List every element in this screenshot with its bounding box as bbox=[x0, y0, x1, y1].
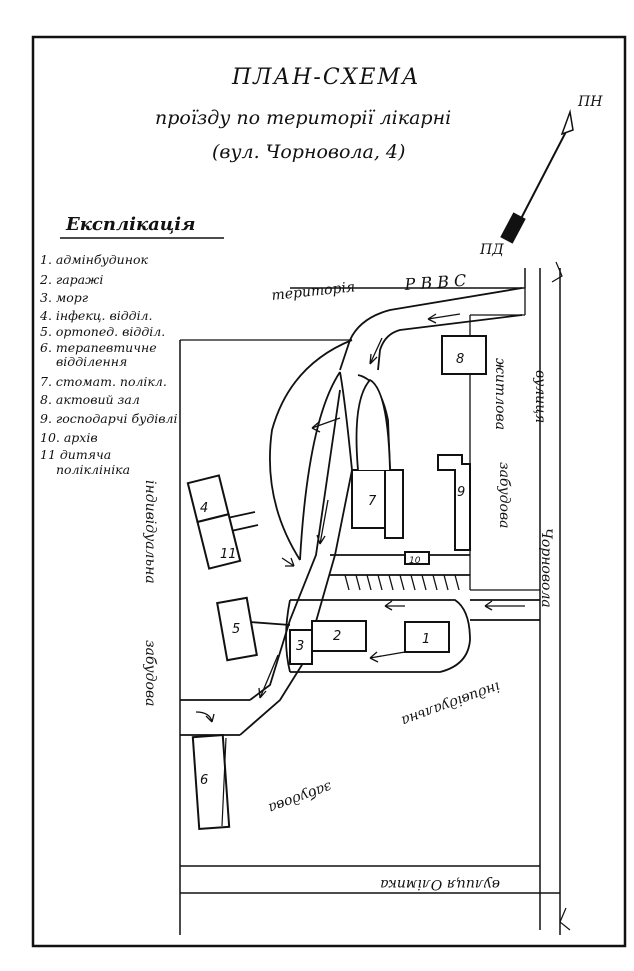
building-3 bbox=[289, 629, 313, 665]
label-rvvs: Р В В С bbox=[403, 271, 467, 294]
traffic-direction-arrows bbox=[195, 313, 525, 723]
legend-item: 5. ортопед. відділ. bbox=[40, 324, 165, 339]
legend-item: 1. адмінбудинок bbox=[40, 252, 148, 267]
legend-item: відділення bbox=[56, 354, 127, 369]
label-individual-bottom-2: забудова bbox=[266, 778, 334, 816]
building-number: 3 bbox=[296, 639, 304, 654]
compass: ПН ПД bbox=[479, 94, 603, 258]
plan-subtitle-line2: (вул. Чорновола, 4) bbox=[212, 141, 405, 163]
label-territory: територія bbox=[271, 279, 356, 304]
legend-heading: Експлікація bbox=[65, 214, 195, 235]
page-frame bbox=[31, 35, 627, 948]
building-number: 2 bbox=[333, 629, 341, 644]
building-number: 1 bbox=[422, 632, 430, 647]
legend-item: 3. морг bbox=[40, 290, 89, 305]
compass-north-label: ПН bbox=[577, 94, 603, 110]
building-8 bbox=[441, 335, 487, 375]
plan-title: ПЛАН-СХЕМА bbox=[231, 65, 421, 90]
building-numbers: 8 7 9 10 1 2 3 4 11 5 6 bbox=[200, 352, 465, 788]
label-individual-left-2: забудова bbox=[142, 640, 158, 706]
legend-item: 11 дитяча bbox=[40, 447, 111, 462]
label-street-2: Чорновола bbox=[538, 528, 554, 608]
building-number: 11 bbox=[220, 547, 237, 562]
label-street-1: вулиця bbox=[532, 370, 548, 423]
building-number: 10 bbox=[409, 556, 421, 566]
building-number: 4 bbox=[200, 501, 208, 516]
north-arrow-icon bbox=[560, 109, 574, 136]
buildings bbox=[186, 335, 487, 831]
legend-item: 9. господарчі будівлі bbox=[40, 411, 177, 426]
building-6 bbox=[191, 733, 231, 831]
label-residential-2: забудова bbox=[496, 462, 512, 528]
building-number: 9 bbox=[457, 485, 465, 500]
legend-item: 7. стомат. полікл. bbox=[40, 374, 167, 389]
building-number: 7 bbox=[368, 494, 377, 509]
building-10 bbox=[404, 551, 430, 565]
building-7-annex bbox=[384, 469, 404, 539]
legend-item: 6. терапевтичне bbox=[40, 340, 157, 355]
building-11 bbox=[196, 513, 242, 570]
building-9 bbox=[437, 454, 471, 551]
building-number: 6 bbox=[200, 773, 208, 788]
south-marker-icon bbox=[500, 212, 526, 244]
label-individual-bottom-1: індивідуальна bbox=[399, 678, 502, 728]
legend: Експлікація 1. адмінбудинок 2. гаражі 3.… bbox=[39, 214, 224, 477]
building-5 bbox=[216, 596, 258, 662]
label-residential-1: житлова bbox=[492, 358, 508, 430]
legend-item: 2. гаражі bbox=[39, 272, 103, 287]
legend-item: 10. архів bbox=[40, 430, 98, 445]
label-individual-left-1: індивідуальна bbox=[142, 480, 158, 584]
building-number: 5 bbox=[232, 622, 240, 637]
plan-subtitle-line1: проїзду по території лікарні bbox=[155, 107, 451, 129]
legend-item: поліклініка bbox=[56, 462, 130, 477]
building-1 bbox=[404, 621, 450, 653]
legend-item: 8. актовий зал bbox=[40, 392, 140, 407]
building-number: 8 bbox=[456, 352, 464, 367]
parking-area bbox=[344, 574, 460, 591]
compass-south-label: ПД bbox=[479, 242, 504, 258]
label-street-bottom: вулиця Олімпка bbox=[380, 876, 500, 892]
legend-item: 4. інфекц. відділ. bbox=[39, 308, 153, 323]
